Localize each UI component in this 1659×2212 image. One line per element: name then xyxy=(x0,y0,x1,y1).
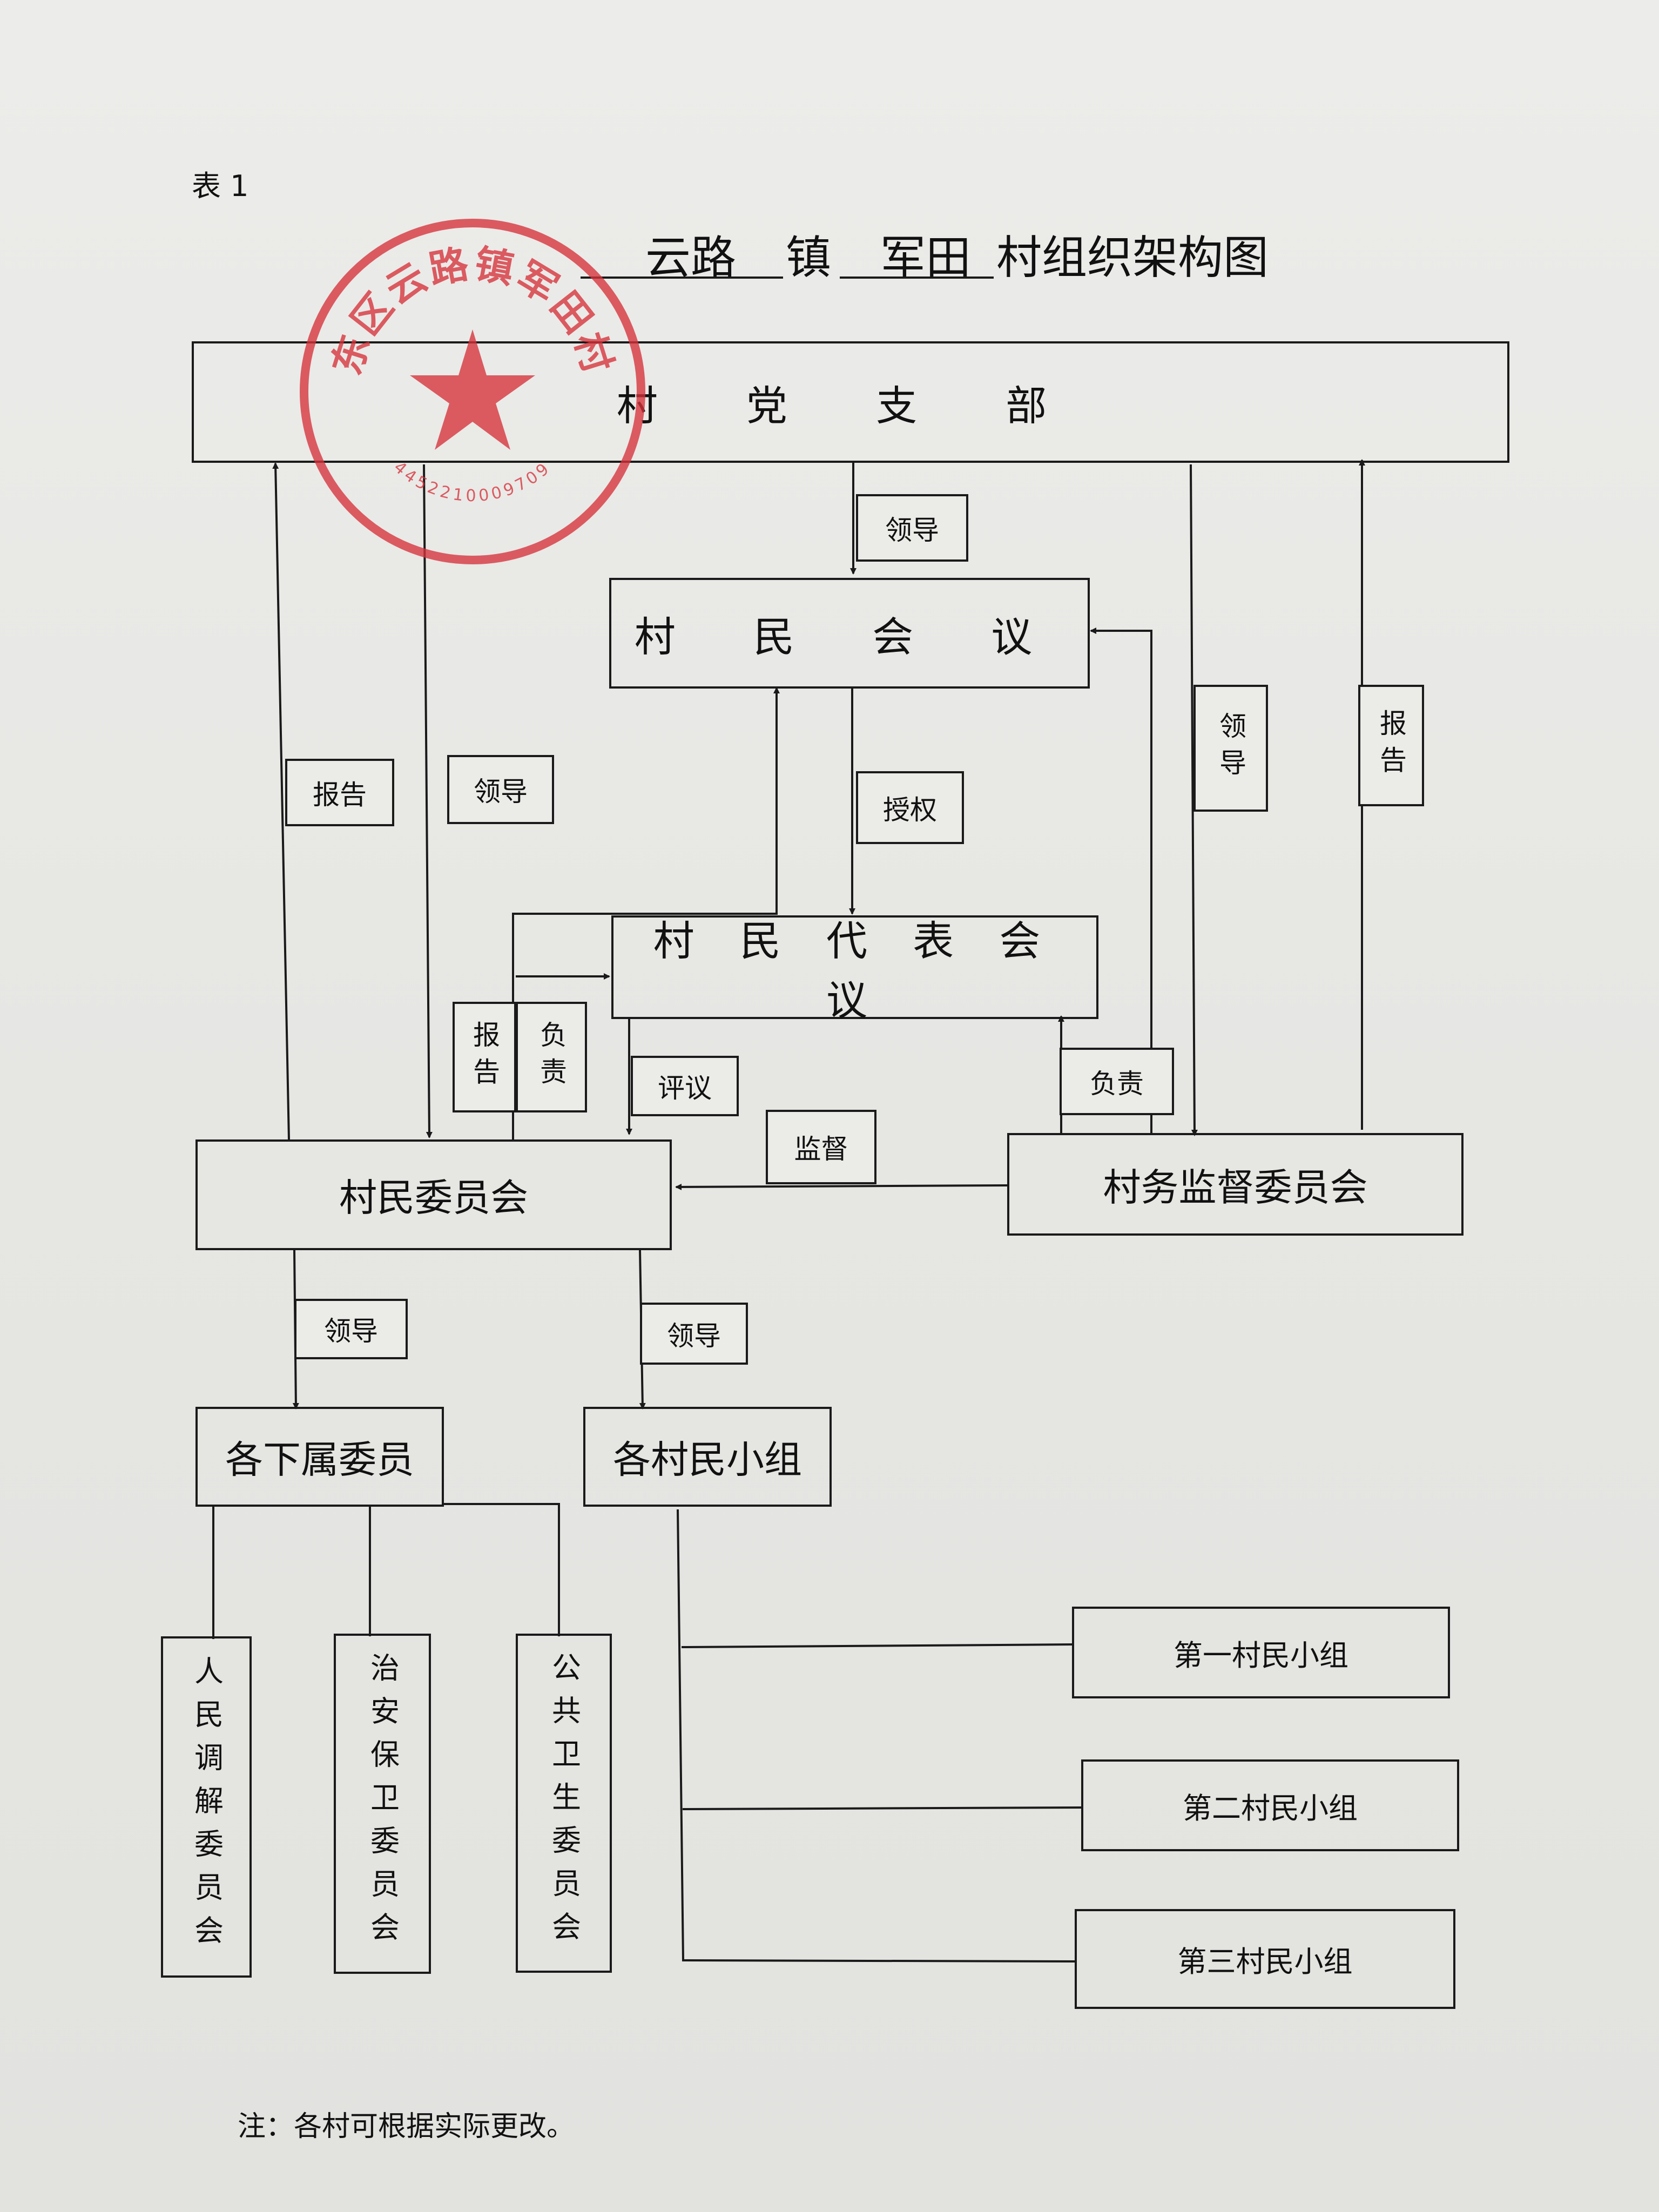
label-report-right-text: 报告 xyxy=(1375,709,1407,783)
node-health: 公共卫生委员会 xyxy=(516,1634,612,1973)
svg-text:揭阳市揭东区云路镇军田村民委员会: 揭阳市揭东区云路镇军田村民委员会 xyxy=(294,213,622,380)
title-town-suffix: 镇 xyxy=(786,231,832,284)
label-responsible-mid-text: 负责 xyxy=(536,1020,567,1094)
label-lead-party-meeting: 领导 xyxy=(856,494,968,562)
node-villager-meeting: 村 民 会 议 xyxy=(609,578,1090,689)
label-lead-right: 领导 xyxy=(1193,685,1268,812)
edge-party-lead-supervision xyxy=(1190,464,1198,1136)
label-lead-sub: 领导 xyxy=(294,1299,408,1359)
edge-supervision-to-meeting xyxy=(1090,628,1152,1134)
footnote: 注：各村可根据实际更改。 xyxy=(238,2110,575,2143)
title-underline-town xyxy=(581,276,783,279)
node-group-2: 第二村民小组 xyxy=(1081,1759,1459,1851)
title-village: 军田 xyxy=(880,231,972,284)
official-seal: 揭阳市揭东区云路镇军田村民委员会 4452210009709 xyxy=(294,213,645,564)
node-health-text: 公共卫生委员会 xyxy=(547,1652,581,1954)
node-security: 治安保卫委员会 xyxy=(334,1634,431,1974)
title-town: 云路 xyxy=(645,231,737,284)
title-underline-village xyxy=(840,276,994,279)
node-villager-groups: 各村民小组 xyxy=(583,1407,832,1507)
label-lead-left: 领导 xyxy=(447,755,554,824)
label-report-mid: 报告 xyxy=(453,1002,516,1112)
node-supervision-committee: 村务监督委员会 xyxy=(1007,1133,1464,1236)
label-authorize: 授权 xyxy=(856,771,964,844)
svg-text:4452210009709: 4452210009709 xyxy=(390,458,555,505)
label-report-left: 报告 xyxy=(285,759,394,826)
edge-supervise xyxy=(675,1183,1008,1190)
edge-committee-report-party xyxy=(272,462,290,1140)
node-group-3: 第三村民小组 xyxy=(1075,1909,1455,2009)
node-party-branch: 村 党 支 部 xyxy=(192,341,1509,463)
label-lead-right-text: 领导 xyxy=(1215,711,1246,785)
title-rest: 村组织架构图 xyxy=(996,231,1269,284)
label-report-right: 报告 xyxy=(1358,685,1424,806)
label-review: 评议 xyxy=(631,1056,739,1116)
node-mediation: 人民调解委员会 xyxy=(161,1636,252,1978)
node-security-text: 治安保卫委员会 xyxy=(365,1653,400,1955)
node-group-1: 第一村民小组 xyxy=(1072,1607,1450,1698)
label-responsible-mid: 负责 xyxy=(516,1002,587,1112)
label-responsible-right: 负责 xyxy=(1060,1048,1174,1115)
table-label: 表 1 xyxy=(192,169,249,203)
edge-groups-tree xyxy=(677,1509,1076,1963)
node-subordinate-members: 各下属委员 xyxy=(195,1407,444,1507)
label-lead-groups: 领导 xyxy=(640,1303,748,1365)
edge-party-lead-committee xyxy=(423,464,433,1138)
label-report-mid-text: 报告 xyxy=(469,1020,500,1094)
label-supervise: 监督 xyxy=(766,1110,876,1184)
node-rep-meeting: 村 民 代 表 会 议 xyxy=(611,915,1098,1024)
node-mediation-text: 人民调解委员会 xyxy=(189,1656,224,1958)
node-villager-committee: 村民委员会 xyxy=(195,1139,672,1250)
